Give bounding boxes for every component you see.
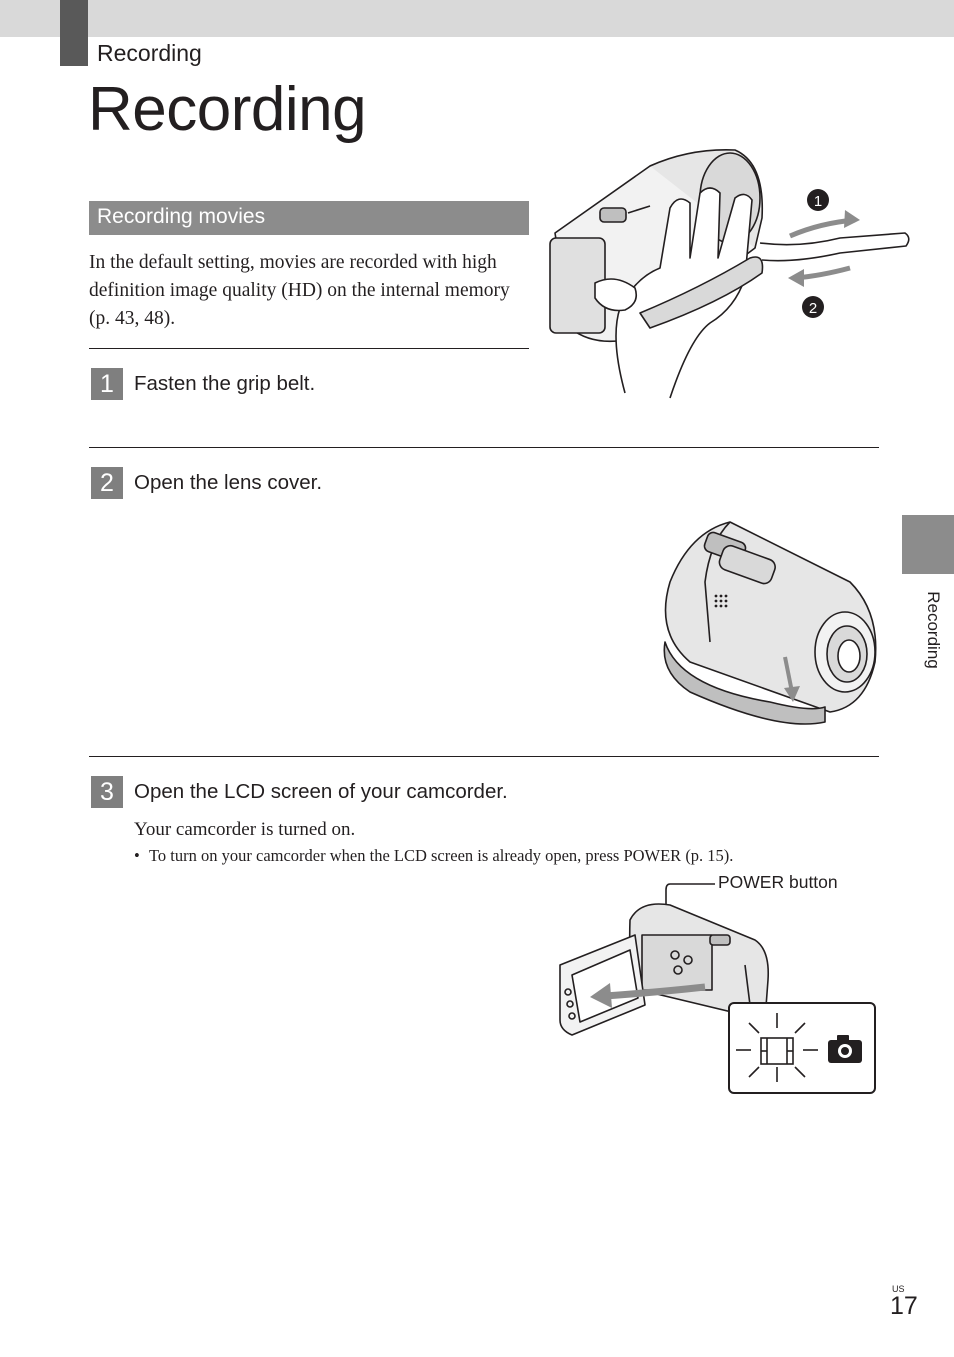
camera-icon [828,1035,862,1063]
section-heading-bar [89,201,529,235]
lcd-open-illustration [559,883,876,1094]
marker-2-dot [802,296,824,318]
divider [89,447,879,448]
section-title: Recording movies [97,205,266,228]
marker-1-dot [807,189,829,211]
page-title: Recording [88,75,367,144]
step-3-text: Open the LCD screen of your camcorder. [134,780,508,803]
header-bar [0,0,954,37]
bullet-text: To turn on your camcorder when the LCD s… [149,846,734,865]
grip-belt-illustration: 1 2 [549,149,910,399]
breadcrumb: Recording [97,40,202,66]
power-button-callout: POWER button [718,872,838,892]
step-1-text: Fasten the grip belt. [134,372,316,395]
step-2-text: Open the lens cover. [134,471,323,494]
lens-cover-illustration [663,521,877,725]
marker-1-label: 1 [814,193,822,210]
step-3-badge: 3 [91,776,123,808]
intro-paragraph: In the default setting, movies are recor… [89,252,510,329]
step-3-subtext: Your camcorder is turned on. [134,819,356,840]
mode-indicator-box [728,1002,876,1094]
marker-2-label: 2 [809,300,817,317]
chapter-side-tab [902,515,954,574]
header-tab-marker [60,0,88,66]
divider [89,348,529,349]
chapter-side-label: Recording [924,591,943,669]
bullet-mark: • [134,846,140,865]
page-region-code: US [892,1284,905,1294]
page-number: 17 [890,1292,918,1320]
divider [89,756,879,757]
movie-lamp-icon [736,1013,818,1082]
step-1-badge: 1 [91,368,123,400]
step-2-badge: 2 [91,467,123,499]
